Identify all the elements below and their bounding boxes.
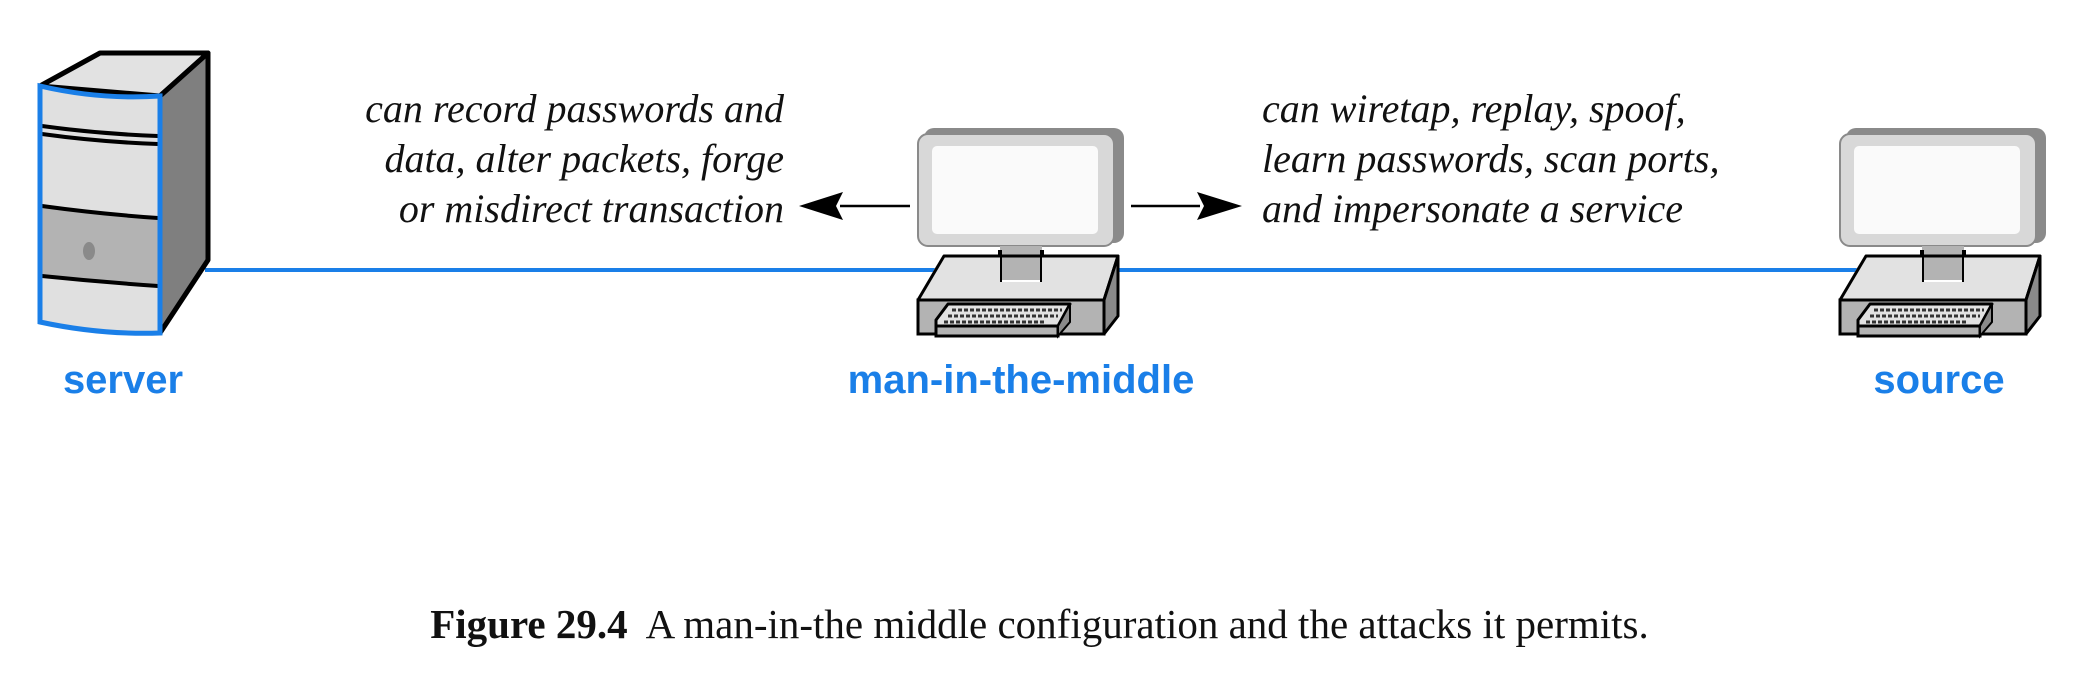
note-line: and impersonate a service [1262, 186, 1684, 231]
server-tower-icon [37, 50, 211, 336]
arrow-left-icon [799, 192, 910, 220]
note-line: can record passwords and [365, 86, 784, 131]
note-line: can wiretap, replay, spoof, [1262, 86, 1686, 131]
desktop-computer-icon [916, 128, 1124, 339]
mitm-label: man-in-the-middle [847, 358, 1195, 402]
source-label: source [1873, 358, 2005, 402]
server-label: server [62, 358, 184, 402]
attacks-toward-server-note: can record passwords and data, alter pac… [300, 84, 784, 234]
attacks-toward-source-note: can wiretap, replay, spoof, learn passwo… [1262, 84, 1719, 234]
figure-caption: Figure 29.4 A man-in-the middle configura… [0, 600, 2079, 648]
figure-number: Figure 29.4 [430, 601, 628, 647]
note-line: learn passwords, scan ports, [1262, 136, 1720, 181]
arrow-right-icon [1131, 192, 1242, 220]
keyboard-icon [1856, 302, 1994, 339]
power-button-icon [83, 242, 95, 260]
keyboard-icon [934, 302, 1072, 339]
note-line: or misdirect transaction [398, 186, 784, 231]
figure-caption-text: A man-in-the middle configuration and th… [645, 601, 1649, 647]
note-line: data, alter packets, forge [384, 136, 784, 181]
desktop-computer-icon [1838, 128, 2046, 339]
